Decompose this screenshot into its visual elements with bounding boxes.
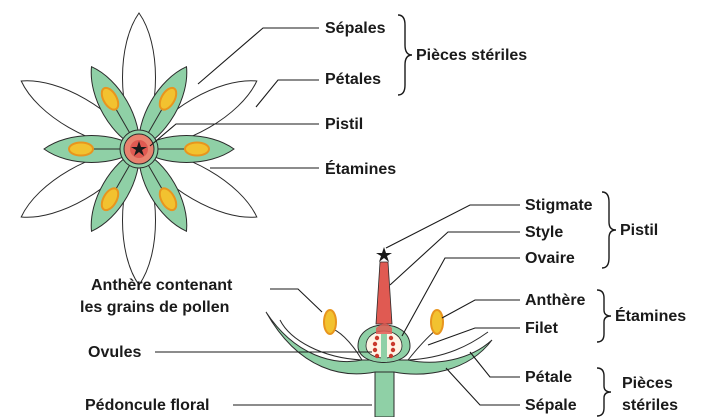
label-anthere-pollen-2: les grains de pollen bbox=[80, 299, 229, 316]
stigma-star-side bbox=[376, 247, 392, 262]
brace-steriles-side bbox=[597, 368, 611, 416]
ovule bbox=[391, 348, 395, 352]
label-ovules: Ovules bbox=[88, 344, 141, 361]
pistil-top bbox=[120, 130, 158, 168]
label-pedoncule: Pédoncule floral bbox=[85, 397, 209, 414]
label-stigmate: Stigmate bbox=[525, 197, 593, 214]
peduncle bbox=[375, 372, 394, 417]
label-filet: Filet bbox=[525, 320, 559, 337]
brace-etamines bbox=[597, 290, 611, 342]
brace-pistil bbox=[602, 192, 616, 268]
ovule bbox=[389, 354, 393, 358]
anther-right bbox=[431, 310, 443, 334]
ovule bbox=[375, 336, 379, 340]
label-pistil-group: Pistil bbox=[620, 222, 658, 239]
style bbox=[376, 262, 392, 324]
label-sepales: Sépales bbox=[325, 20, 386, 37]
label-anthere: Anthère bbox=[525, 292, 586, 309]
ovule bbox=[373, 348, 377, 352]
ovule bbox=[389, 336, 393, 340]
label-pieces-steriles-top: Pièces stériles bbox=[416, 47, 527, 64]
side-leader-lines bbox=[386, 205, 520, 405]
ovule bbox=[391, 342, 395, 346]
label-ovaire: Ovaire bbox=[525, 250, 575, 267]
brace-top-sterile bbox=[398, 15, 412, 95]
filament-left bbox=[330, 328, 362, 360]
ovule bbox=[373, 342, 377, 346]
flower-side-view bbox=[266, 247, 492, 417]
label-etamines-top: Étamines bbox=[325, 159, 396, 178]
flower-top-view bbox=[13, 13, 265, 285]
label-sepale: Sépale bbox=[525, 397, 577, 414]
label-steriles-side: stériles bbox=[622, 397, 678, 414]
petal-side-left bbox=[280, 320, 362, 360]
ovule bbox=[375, 354, 379, 358]
label-pieces-side: Pièces bbox=[622, 375, 673, 392]
anther-left bbox=[324, 310, 336, 334]
label-etamines-group: Étamines bbox=[615, 306, 686, 325]
label-petales: Pétales bbox=[325, 71, 381, 88]
filament-right bbox=[408, 330, 436, 360]
label-petale: Pétale bbox=[525, 369, 572, 386]
ovary bbox=[358, 324, 410, 363]
label-pistil-top: Pistil bbox=[325, 116, 363, 133]
label-anthere-pollen-1: Anthère contenant bbox=[91, 277, 233, 294]
label-style: Style bbox=[525, 224, 563, 241]
